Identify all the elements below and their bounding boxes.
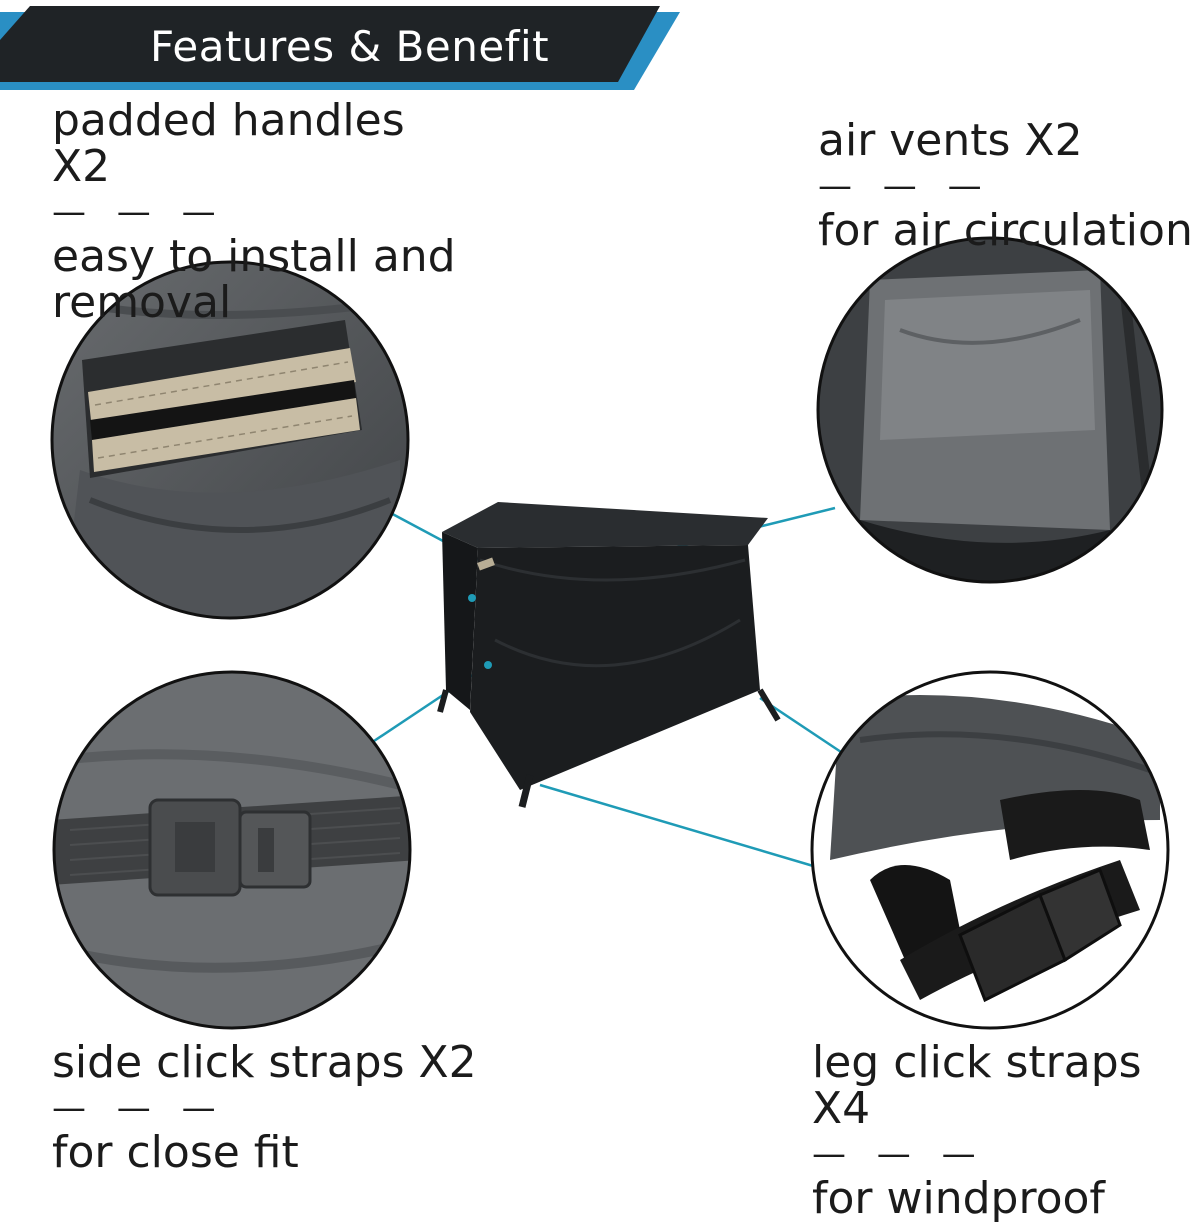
- banner-title: Features & Benefit: [150, 22, 550, 71]
- feature-title: air vents X2: [818, 115, 1083, 166]
- feature-padded-handles: padded handles X2 — — — easy to install …: [52, 98, 472, 326]
- feature-leg-click-straps: leg click straps X4 — — — for windproof: [812, 1040, 1192, 1222]
- feature-description: for windproof: [812, 1173, 1105, 1224]
- vent-closeup: [816, 236, 1164, 584]
- banner-shape: [0, 6, 680, 90]
- feature-description: for close fit: [52, 1127, 299, 1178]
- feature-title: padded handles X2: [52, 95, 405, 192]
- feature-description: easy to install and removal: [52, 231, 456, 328]
- feature-divider: — — —: [52, 1088, 226, 1128]
- connector-line: [539, 783, 821, 870]
- feature-divider: — — —: [812, 1134, 986, 1174]
- connector-line: [759, 696, 851, 760]
- feature-divider: — — —: [818, 166, 992, 206]
- banner-dark: [0, 6, 660, 82]
- side-buckle-closeup: [52, 670, 412, 1030]
- feature-air-vents: air vents X2 — — — for air circulation: [818, 118, 1198, 254]
- handle-closeup: [50, 260, 410, 620]
- feature-side-click-straps: side click straps X2 — — — for close fit: [52, 1040, 532, 1176]
- patio-table-cover: [437, 502, 781, 808]
- leg-buckle-closeup: [810, 670, 1170, 1030]
- feature-title: leg click straps X4: [812, 1037, 1142, 1134]
- feature-description: for air circulation: [818, 205, 1193, 256]
- features-banner: Features & Benefit: [0, 0, 1200, 100]
- handle-detail: [477, 557, 495, 571]
- feature-divider: — — —: [52, 192, 226, 232]
- feature-title: side click straps X2: [52, 1037, 477, 1088]
